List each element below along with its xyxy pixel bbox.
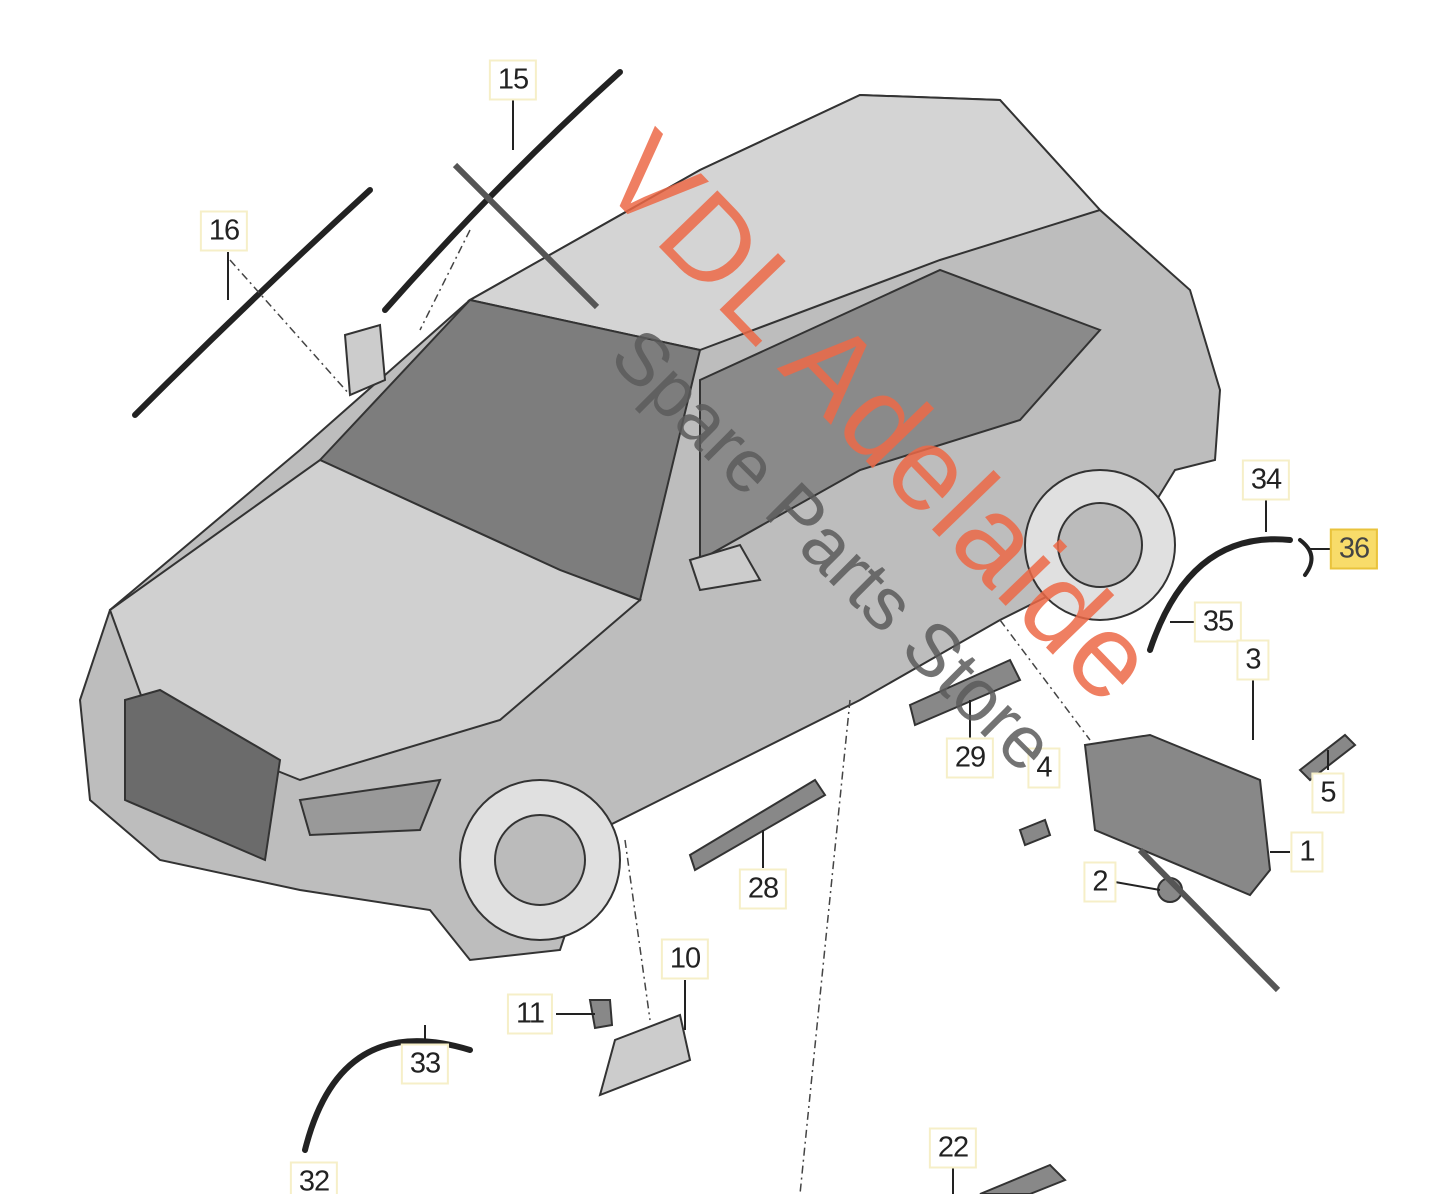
part-11-clip	[588, 999, 614, 1030]
part-22-trim	[979, 1163, 1067, 1194]
callout-4[interactable]: 4	[1027, 747, 1061, 789]
headlight	[298, 778, 442, 837]
part-4-bolt	[1018, 818, 1052, 847]
part-28-sill-trim	[688, 778, 827, 872]
callout-11[interactable]: 11	[506, 993, 554, 1035]
part-16-roof-trim	[132, 187, 373, 418]
callout-5[interactable]: 5	[1311, 772, 1345, 814]
part-10-cover	[598, 1013, 692, 1097]
callout-1[interactable]: 1	[1290, 831, 1324, 873]
part-15-roof-trim	[382, 69, 623, 313]
callout-10[interactable]: 10	[660, 938, 710, 980]
part-1-mud-flap	[1083, 733, 1272, 897]
callout-32[interactable]: 32	[289, 1161, 339, 1194]
callout-22[interactable]: 22	[928, 1127, 978, 1169]
part-34-arch-trim	[1147, 536, 1293, 653]
callout-16[interactable]: 16	[199, 210, 249, 252]
callout-28[interactable]: 28	[738, 868, 788, 910]
callout-33[interactable]: 33	[400, 1043, 450, 1085]
callout-2[interactable]: 2	[1083, 861, 1117, 903]
part-29-sill-trim	[908, 658, 1022, 727]
part-36-arch-end	[1298, 538, 1314, 577]
car-roof	[467, 93, 1102, 352]
callout-3[interactable]: 3	[1236, 639, 1270, 681]
callout-15[interactable]: 15	[488, 59, 538, 101]
callout-35[interactable]: 35	[1193, 601, 1243, 643]
mirror	[343, 323, 387, 397]
callout-34[interactable]: 34	[1241, 459, 1291, 501]
grille	[124, 688, 282, 862]
callout-36-highlighted[interactable]: 36	[1329, 528, 1379, 570]
part-33-arch-trim	[302, 1038, 473, 1153]
side-mirror	[688, 543, 762, 592]
callout-29[interactable]: 29	[945, 737, 995, 779]
